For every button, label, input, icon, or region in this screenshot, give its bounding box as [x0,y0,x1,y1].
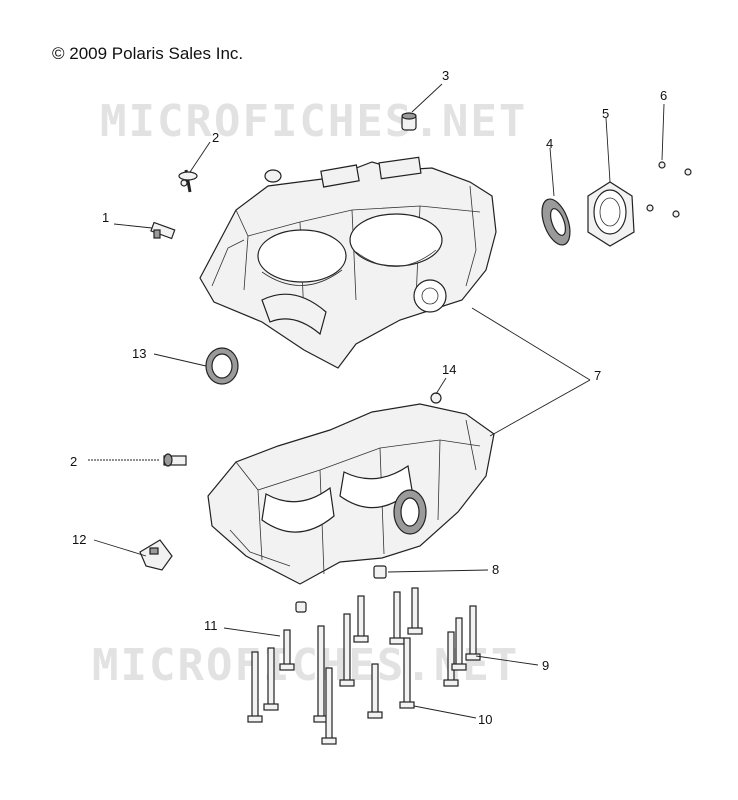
watermark-top: MICROFICHES.NET [100,96,528,147]
bolt-9 [465,605,481,661]
bolt [389,591,405,645]
part-2-upper-valve [178,169,198,193]
callout-2-lower: 2 [70,454,77,469]
part-1-fitting [150,221,176,240]
bolt [339,613,355,687]
bolt [451,617,467,671]
callout-12: 12 [72,532,86,547]
part-3-plug [401,112,417,131]
callout-2-upper: 2 [212,130,219,145]
callout-14: 14 [442,362,456,377]
bolt-10 [399,637,415,709]
part-13-seal [205,347,239,385]
bolt [321,667,337,745]
leader-lines [88,83,665,719]
bolt [443,631,459,687]
callout-5: 5 [602,106,609,121]
callout-7: 7 [594,368,601,383]
part-5-cover [587,181,635,247]
part-8-dowel [295,565,387,613]
callout-11: 11 [204,618,218,633]
callout-8: 8 [492,562,499,577]
copyright-notice: © 2009 Polaris Sales Inc. [52,44,244,63]
crankcase-bolts [247,587,481,745]
bolt [353,595,369,643]
bolt [247,651,263,723]
callout-6: 6 [660,88,667,103]
part-4-seal [541,198,571,246]
callout-10: 10 [478,712,492,727]
callout-numbers: 1 2 2 3 4 5 6 7 8 9 10 11 12 13 14 [70,68,667,727]
callout-1: 1 [102,210,109,225]
lower-crankcase [207,392,495,585]
part-6-screws [646,161,692,218]
callout-13: 13 [132,346,146,361]
bolt-11 [279,629,295,671]
callout-4: 4 [546,136,553,151]
part-12-bracket [139,539,173,571]
upper-crankcase [199,156,497,369]
callout-3: 3 [442,68,449,83]
bolt [263,647,279,711]
part-2-lower-valve [163,453,187,467]
callout-9: 9 [542,658,549,673]
bolt [367,663,383,719]
bolt [407,587,423,635]
